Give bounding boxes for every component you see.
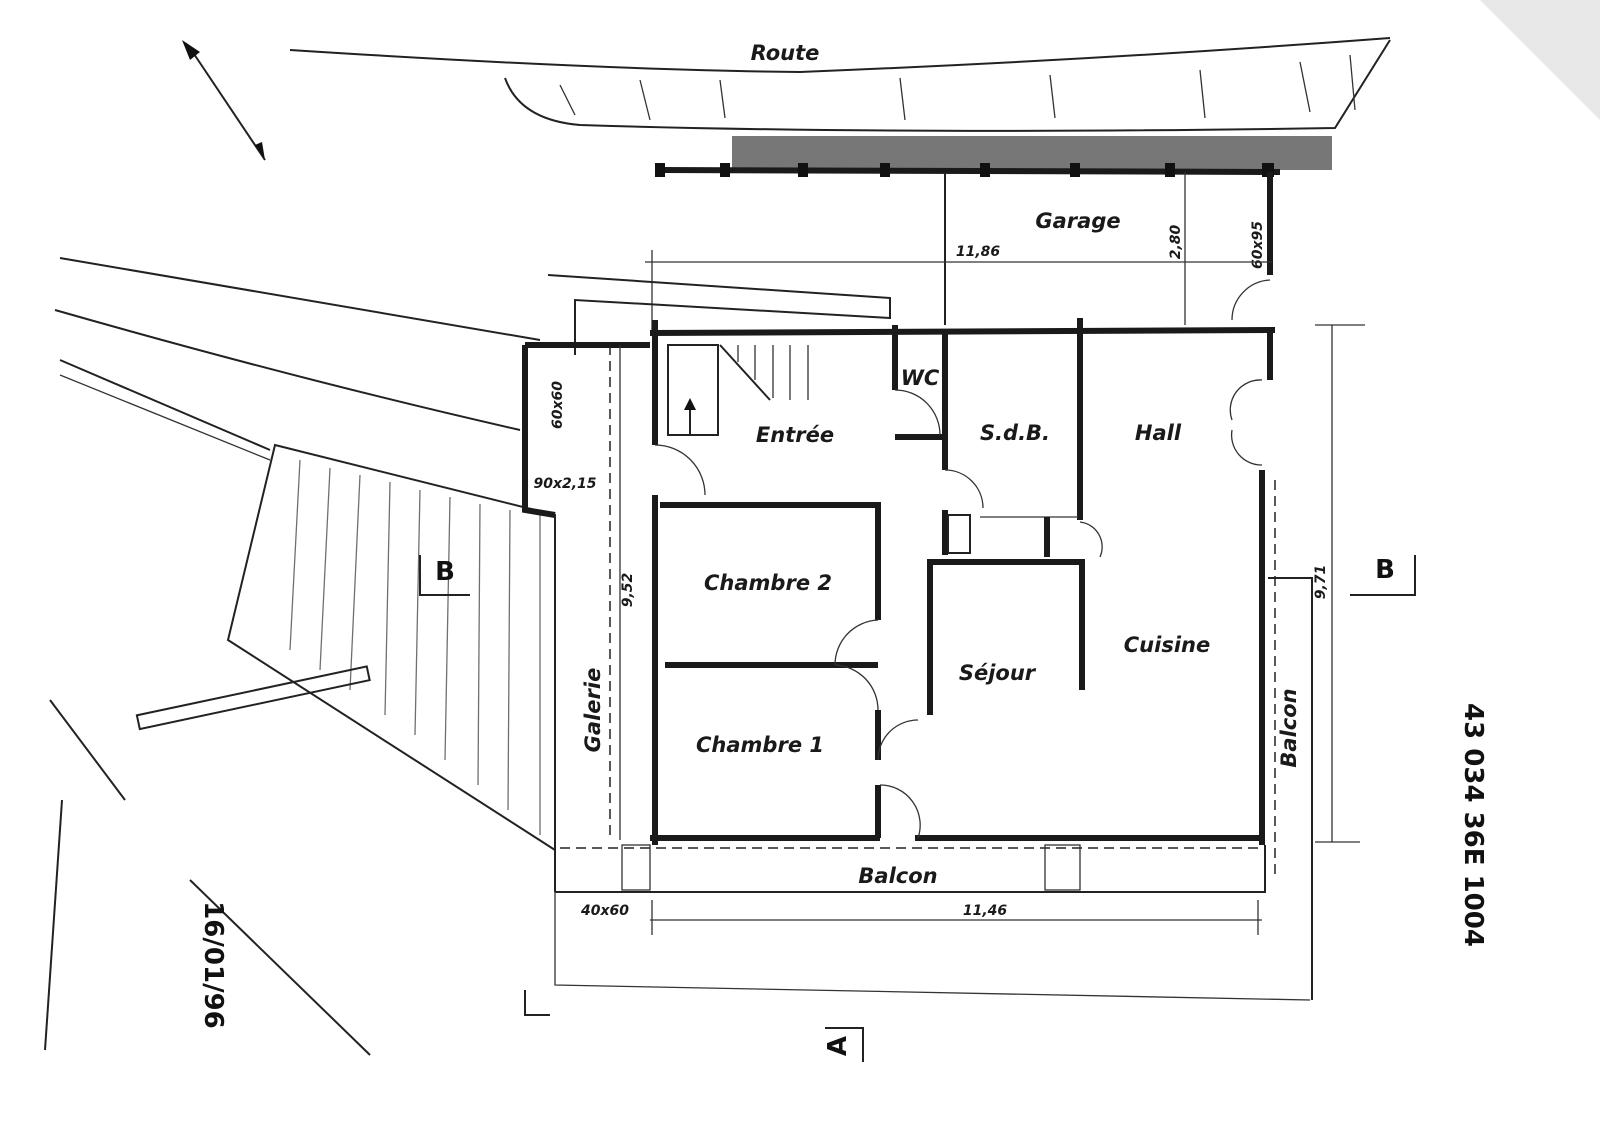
- room-label-garage: Garage: [1035, 209, 1120, 233]
- section-mark-b-left: B: [419, 555, 470, 596]
- dim-window-bottom: 40x60: [580, 903, 629, 919]
- room-label-galerie: Galerie: [581, 668, 605, 753]
- dim-window-left: 60x60: [550, 381, 566, 429]
- svg-text:A: A: [823, 1036, 853, 1056]
- room-label-entree: Entrée: [756, 423, 834, 447]
- galerie-walls: [522, 274, 891, 892]
- reference-annotation: 43 034 36E 1004: [1458, 703, 1488, 947]
- dim-garage-window: 60x95: [1250, 221, 1266, 269]
- north-arrow-icon: [182, 40, 266, 161]
- room-label-chambre-1: Chambre 1: [696, 733, 824, 757]
- door-swings: [654, 379, 1263, 839]
- room-label-chambre-2: Chambre 2: [704, 571, 832, 595]
- room-label-hall: Hall: [1135, 421, 1182, 445]
- room-label-wc: WC: [901, 366, 940, 390]
- house-walls: [649, 318, 1276, 845]
- page-corner: [1480, 0, 1600, 120]
- room-label-balcon-bottom: Balcon: [858, 864, 937, 888]
- dim-width-top: 11,86: [956, 244, 1001, 260]
- date-annotation: 16/01/96: [198, 901, 228, 1029]
- road: Route: [289, 37, 1391, 132]
- balconies: [555, 480, 1313, 1000]
- dim-height-left: 9,52: [620, 573, 636, 608]
- section-mark-a: A: [823, 1027, 864, 1062]
- room-label-cuisine: Cuisine: [1124, 633, 1210, 657]
- room-label-balcon-right: Balcon: [1277, 688, 1301, 767]
- room-label-sejour: Séjour: [959, 661, 1037, 685]
- svg-text:B: B: [435, 557, 455, 587]
- road-label: Route: [751, 41, 820, 65]
- svg-text:B: B: [1375, 555, 1395, 585]
- dim-garage-depth: 2,80: [1168, 224, 1184, 259]
- dim-door-left: 90x2,15: [533, 476, 596, 492]
- dim-height-right: 9,71: [1313, 565, 1329, 600]
- room-label-sdb: S.d.B.: [980, 421, 1050, 445]
- section-mark-b-right: B: [1350, 555, 1416, 596]
- terrain: [44, 257, 556, 1056]
- dim-width-bottom: 11,46: [963, 903, 1008, 919]
